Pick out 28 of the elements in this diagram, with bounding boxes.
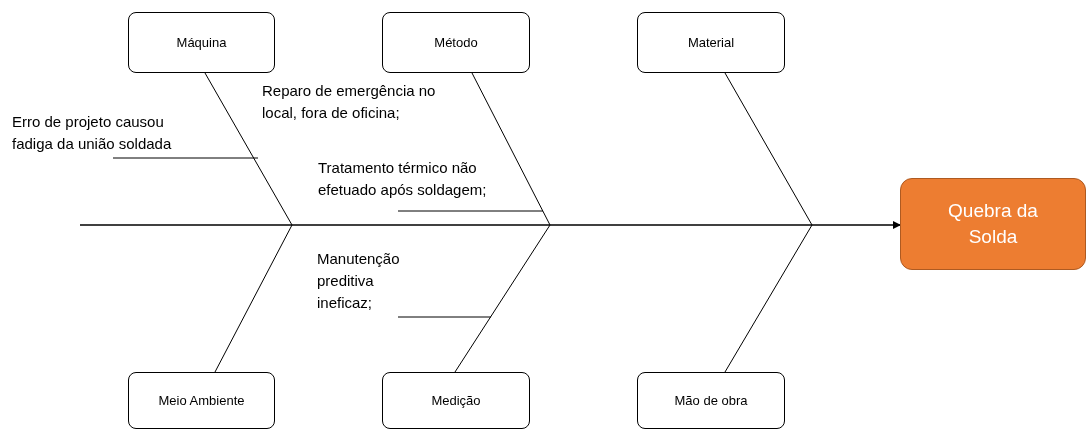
category-label: Medição: [431, 391, 481, 410]
effect-label: Quebra da Solda: [947, 199, 1039, 249]
cause-text: Manutenção preditiva ineficaz;: [317, 249, 401, 313]
bone-line: [724, 72, 813, 226]
category-box: [128, 372, 275, 429]
bone-line: [214, 224, 293, 373]
bone-line: [471, 72, 551, 226]
category-box: [382, 372, 530, 429]
cause-text: Erro de projeto causou fadiga da união soldada: [12, 112, 173, 154]
bone-line: [204, 72, 293, 226]
spine-arrow: [79, 221, 901, 229]
bone-line: [724, 224, 813, 373]
category-box: [637, 372, 785, 429]
category-label: Mão de obra: [674, 391, 748, 410]
leader-line: [397, 316, 492, 318]
leader-line: [397, 210, 544, 212]
bone-line: [454, 224, 551, 373]
category-box: [128, 12, 275, 73]
category-box: [637, 12, 785, 73]
category-label: Método: [434, 33, 478, 52]
category-label: Material: [687, 33, 735, 52]
cause-text: Reparo de emergência no local, fora de oficina;: [262, 81, 437, 123]
leader-line: [112, 157, 259, 159]
cause-text: Tratamento térmico não efetuado após soldagem;: [318, 158, 488, 200]
category-label: Meio Ambiente: [158, 391, 245, 410]
category-label: Máquina: [176, 33, 227, 52]
category-box: [382, 12, 530, 73]
effect-box: [900, 178, 1086, 270]
